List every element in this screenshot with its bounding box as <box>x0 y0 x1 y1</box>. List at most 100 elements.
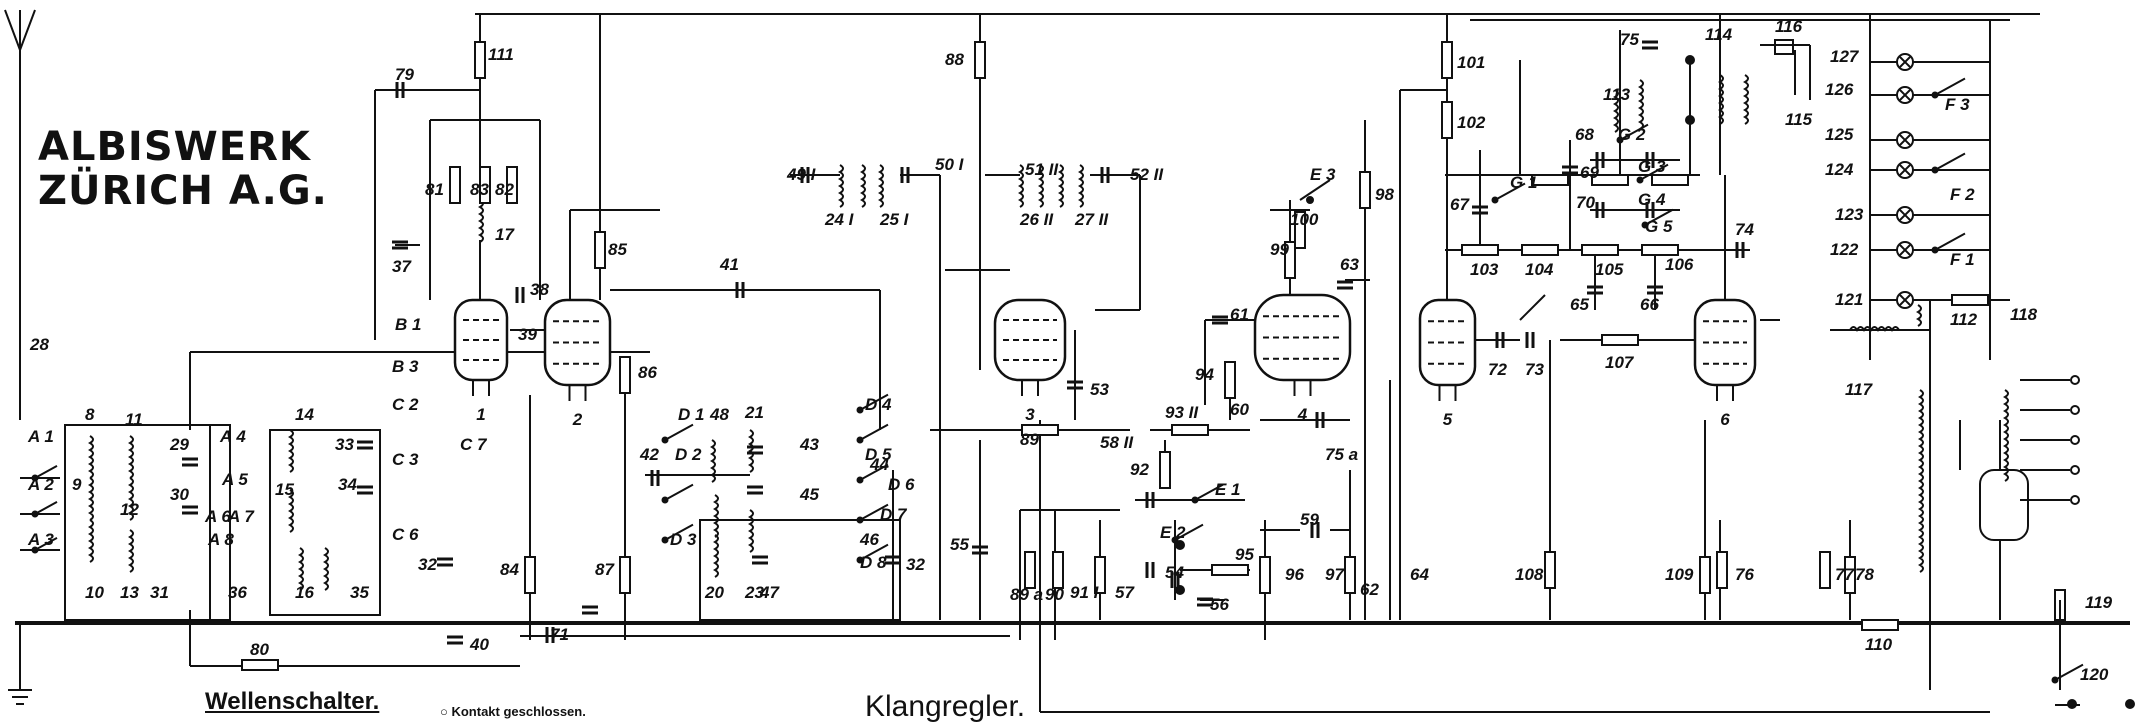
resistor-symbol <box>1024 551 1036 589</box>
component-label: 31 <box>150 583 169 602</box>
component-label: 37 <box>392 257 412 276</box>
component-label: 27 II <box>1074 210 1109 229</box>
tube-number-label: 5 <box>1443 410 1453 429</box>
component-label: 78 <box>1855 565 1874 584</box>
component-label: 45 <box>799 485 819 504</box>
tap-terminal <box>2070 495 2080 505</box>
resistor-symbol <box>1344 556 1356 594</box>
resistor-symbol <box>974 41 986 79</box>
switch-node <box>1175 540 1185 550</box>
resistor-symbol <box>1819 551 1831 589</box>
resistor-symbol <box>619 356 631 394</box>
component-label: 90 <box>1045 585 1064 604</box>
switch-node <box>661 496 669 504</box>
tube-number-label: 4 <box>1297 405 1308 424</box>
component-label: 103 <box>1470 260 1499 279</box>
fuse-symbol <box>2054 589 2066 621</box>
coil-symbol <box>288 489 294 533</box>
component-label: 58 II <box>1100 433 1134 452</box>
resistor-symbol <box>1094 556 1106 594</box>
component-label: 75 <box>1620 30 1639 49</box>
component-label: 111 <box>488 45 514 64</box>
component-label: 120 <box>2080 665 2109 684</box>
lamp-symbol <box>1899 89 1911 101</box>
component-label: 51 II <box>1025 160 1059 179</box>
switch-node <box>1641 221 1649 229</box>
component-label: 92 <box>1130 460 1149 479</box>
component-label: 124 <box>1825 160 1854 179</box>
component-label: 41 <box>719 255 739 274</box>
component-label: D 1 <box>678 405 704 424</box>
component-label: G 5 <box>1645 217 1673 236</box>
coil-symbol <box>128 477 134 521</box>
component-label: 9 <box>72 475 82 494</box>
component-label: 55 <box>950 535 969 554</box>
component-label: A 6 <box>204 507 231 526</box>
component-label: 79 <box>395 65 414 84</box>
component-label: 83 <box>470 180 489 199</box>
component-label: A 8 <box>207 530 234 549</box>
coil-symbol <box>748 429 754 473</box>
component-label: 105 <box>1595 260 1624 279</box>
component-label: 109 <box>1665 565 1694 584</box>
coil-symbol <box>88 519 94 563</box>
component-label: 119 <box>2085 593 2113 612</box>
component-label: F 3 <box>1945 95 1970 114</box>
component-label: F 2 <box>1950 185 1975 204</box>
resistor-symbol <box>1052 551 1064 589</box>
coil-symbol <box>88 477 94 521</box>
switch-node <box>856 476 864 484</box>
switch-node <box>1175 585 1185 595</box>
component-label: 38 <box>530 280 549 299</box>
resistor-symbol <box>1861 619 1899 631</box>
component-label: A 5 <box>221 470 248 489</box>
component-label: 39 <box>518 325 537 344</box>
switch-contact <box>1934 152 1966 171</box>
resistor-symbol <box>619 556 631 594</box>
component-label: C 2 <box>392 395 419 414</box>
coil-box <box>269 429 381 616</box>
component-label: 69 <box>1580 163 1599 182</box>
lamp-symbol <box>1899 294 1911 306</box>
component-label: 14 <box>295 405 314 424</box>
component-label: 62 <box>1360 580 1379 599</box>
lamp-symbol <box>1899 134 1911 146</box>
component-label: 107 <box>1605 353 1635 372</box>
switch-node <box>1616 136 1624 144</box>
component-label: 127 <box>1830 47 1860 66</box>
resistor-symbol <box>1294 211 1306 249</box>
switch-node <box>2051 676 2059 684</box>
component-label: 102 <box>1457 113 1486 132</box>
component-label: D 2 <box>675 445 702 464</box>
component-label: G 4 <box>1638 190 1666 209</box>
component-label: 57 <box>1115 583 1135 602</box>
switch-node <box>1306 196 1314 204</box>
switch-node <box>1491 196 1499 204</box>
component-label: 82 <box>495 180 514 199</box>
component-label: 95 <box>1235 545 1254 564</box>
resistor-symbol <box>1021 424 1059 436</box>
component-label: 13 <box>120 583 139 602</box>
switch-contact <box>1934 232 1966 251</box>
resistor-symbol <box>1359 171 1371 209</box>
component-label: 53 <box>1090 380 1109 399</box>
coil-symbol <box>88 435 94 479</box>
component-label: G 2 <box>1618 125 1646 144</box>
rectifier-tube <box>1979 469 2029 541</box>
component-label: 70 <box>1576 193 1595 212</box>
component-label: 108 <box>1515 565 1544 584</box>
tap-terminal <box>2070 435 2080 445</box>
component-label: 44 <box>869 455 889 474</box>
component-label: 11 <box>125 410 143 429</box>
switch-node <box>1636 176 1644 184</box>
component-label: D 6 <box>888 475 915 494</box>
switch-contact <box>664 523 694 541</box>
resistor-symbol <box>1651 174 1689 186</box>
component-label: 100 <box>1290 210 1319 229</box>
component-label: F 1 <box>1950 250 1975 269</box>
component-label: 106 <box>1665 255 1694 274</box>
wire <box>1299 179 1331 201</box>
component-label: 49 I <box>786 165 817 184</box>
component-label: 121 <box>1835 290 1863 309</box>
